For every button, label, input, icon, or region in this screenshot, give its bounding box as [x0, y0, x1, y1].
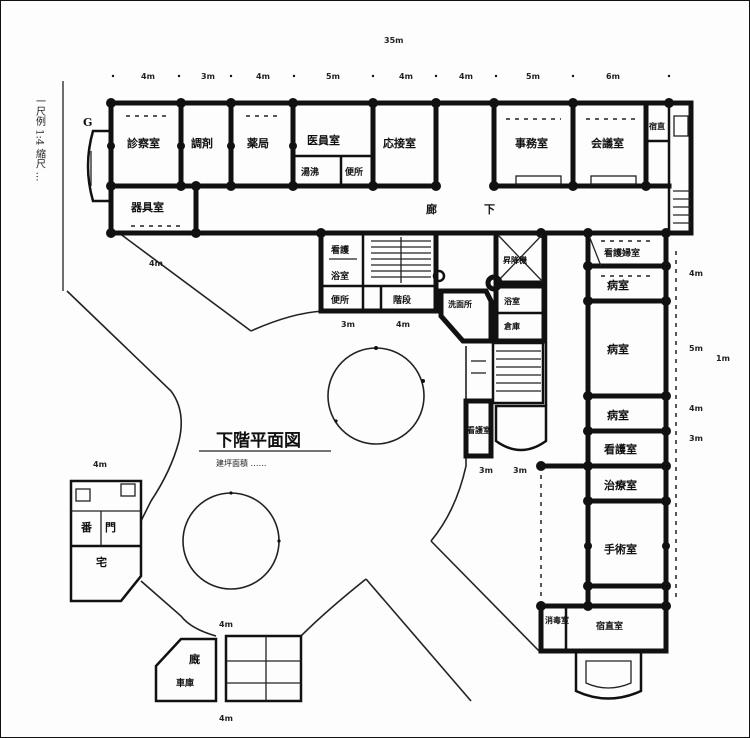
dimension-label: 4m	[219, 714, 233, 723]
drawing-title: 下階平面図	[216, 431, 301, 451]
room-label: 倉庫	[503, 321, 520, 331]
room-label: 番	[80, 520, 93, 534]
dimension-label: 3m	[689, 434, 703, 443]
center-block	[318, 230, 548, 459]
room-label: 調剤	[191, 136, 213, 150]
dimension-label: 3m	[201, 72, 215, 81]
dimension-label: 5m	[689, 344, 703, 353]
room-label: 宿直	[649, 121, 665, 131]
dimension-label: 4m	[689, 404, 703, 413]
annex-bottom: 廐 車庫	[154, 634, 303, 703]
side-note: 一尺例 1:4 縮尺 …	[34, 96, 46, 182]
room-label: 消毒室	[545, 615, 569, 625]
room-label: 宿直室	[596, 620, 623, 632]
dimension-label: 3m	[479, 466, 493, 475]
right-wing-labels: 看護婦室 病室 病室 病室 看護室 治療室 手術室 消毒室 宿直室	[545, 247, 640, 632]
room-label: 廐	[189, 652, 200, 666]
room-label: 会議室	[591, 136, 624, 150]
garden-circle-lower	[182, 492, 280, 590]
dimension-label: 4m	[149, 259, 163, 268]
courtyard-roads	[66, 232, 542, 702]
top-wing-labels: G 診察室 調剤 薬局 医員室 応接室 事務室 会議室 宿直 湯沸 便所 器具室…	[83, 116, 665, 216]
room-label: 浴室	[331, 270, 349, 282]
room-label: 便所	[345, 166, 363, 178]
road-edge	[66, 290, 182, 442]
room-label: 看護	[331, 244, 350, 256]
room-label: 門	[105, 521, 116, 534]
room-label: 宅	[96, 555, 107, 569]
dimension-label: 4m	[689, 269, 703, 278]
room-label: 看護室	[604, 442, 637, 456]
room-label: 応接室	[383, 136, 416, 150]
overall-dimension: 35m	[384, 36, 403, 45]
dimension-label: 4m	[399, 72, 413, 81]
room-label: 階段	[393, 294, 412, 306]
dimension-label: 4m	[93, 460, 107, 469]
dimension-label: 4m	[459, 72, 473, 81]
room-label: 看護室	[466, 425, 491, 435]
room-label: 車庫	[176, 677, 194, 689]
room-label: 病室	[607, 342, 629, 356]
room-label: 看護婦室	[604, 247, 640, 259]
room-label: 昇降機	[503, 255, 527, 265]
road-edge	[430, 346, 467, 542]
road-edge	[365, 578, 472, 702]
top-wing	[86, 98, 694, 238]
room-label: 病室	[607, 408, 629, 422]
dimension-label: 3m	[341, 320, 355, 329]
room-label: 病室	[607, 278, 629, 292]
garden-circle-upper	[327, 347, 425, 445]
room-label: 洗面所	[448, 299, 472, 309]
annex-left: 門 番 宅	[69, 479, 143, 603]
dimension-label: 4m	[256, 72, 270, 81]
dimension-label: 4m	[141, 72, 155, 81]
dimension-label: 3m	[513, 466, 527, 475]
room-label: 診察室	[127, 136, 160, 150]
room-label: 便所	[331, 294, 349, 306]
room-label: 手術室	[604, 542, 637, 556]
room-label: 薬局	[247, 136, 269, 150]
dimension-label: 1m	[716, 354, 730, 363]
corridor-label: 廊	[426, 202, 437, 216]
right-wing	[536, 228, 677, 700]
bay-label: G	[83, 116, 92, 129]
dimension-label: 6m	[606, 72, 620, 81]
dimension-label: 5m	[326, 72, 340, 81]
drawing-subtitle: 建坪面積 ……	[216, 458, 267, 468]
room-label: 医員室	[307, 133, 340, 147]
right-dimension-labels: 4m 5m 4m 3m 1m	[689, 269, 730, 443]
road-edge	[300, 578, 367, 637]
dimension-label: 5m	[526, 72, 540, 81]
room-label: 事務室	[515, 136, 548, 150]
road-edge	[140, 580, 217, 637]
top-dimension-row: 4m 3m 4m 5m 4m 4m 5m 6m	[141, 72, 620, 81]
room-label: 湯沸	[301, 166, 319, 178]
corridor-label: 下	[484, 203, 495, 216]
misc-dimension-labels: 4m 3m 4m 4m 3m 3m 4m 4m	[93, 259, 527, 723]
road-edge	[140, 440, 180, 522]
dimension-label: 4m	[219, 620, 233, 629]
road-edge	[250, 310, 324, 332]
center-block-labels: 看護 浴室 便所 階段 昇降機 洗面所 浴室 倉庫 看護室	[331, 244, 527, 435]
dimension-ticks	[111, 74, 671, 78]
room-label: 治療室	[604, 478, 637, 492]
room-label: 浴室	[504, 296, 520, 306]
road-edge	[118, 232, 252, 332]
dimension-label: 4m	[396, 320, 410, 329]
room-label: 器具室	[130, 200, 164, 214]
road-edge	[430, 540, 542, 654]
